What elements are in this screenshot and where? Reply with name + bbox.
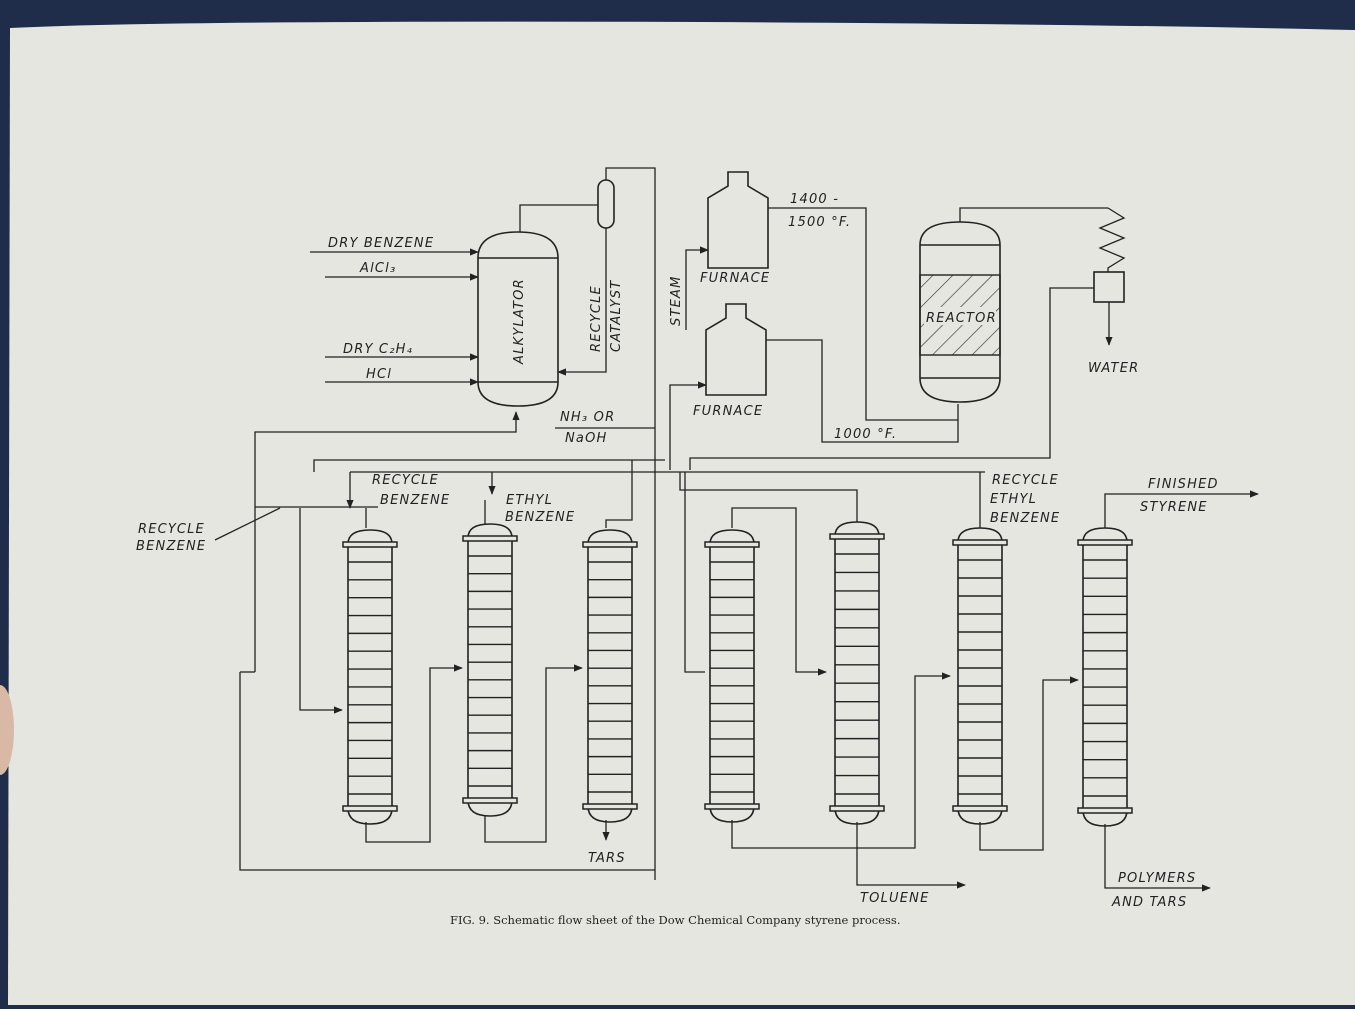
furnace-section: FURNACE STEAM 1400 - 1500 °F. FURNACE 10…: [669, 171, 959, 470]
column-flange: [1077, 807, 1133, 814]
figure-caption: FIG. 9. Schematic flow sheet of the Dow …: [450, 913, 901, 927]
catalyst-label: CATALYST: [609, 280, 624, 352]
condenser-coil: [1098, 207, 1126, 272]
recycle-eb-2: ETHYL: [990, 492, 1037, 507]
column-flange: [952, 805, 1008, 812]
furnace-bottom: [705, 303, 767, 396]
intercolumn-piping: TARS TOLUENE FINISHED STYRENE POLYMERS A…: [365, 460, 1259, 910]
column-flange: [462, 797, 518, 804]
furnace-top: [707, 171, 769, 269]
ethyl-benzene-label: BENZENE: [505, 510, 575, 525]
column-flange: [829, 533, 885, 540]
toluene-label: TOLUENE: [860, 891, 929, 906]
steam-label: STEAM: [669, 275, 684, 326]
distillation-column: [1077, 527, 1133, 827]
distillation-column: [582, 529, 638, 823]
header-lines: RECYCLE BENZENE ETHYL BENZENE RECYCLE ET…: [136, 411, 1060, 871]
temp-1400-label: 1400 -: [790, 192, 839, 207]
column-flange: [952, 539, 1008, 546]
finished-label: FINISHED: [1148, 477, 1219, 492]
nh3-label: NH₃ OR: [560, 410, 615, 425]
column-flange: [582, 803, 638, 810]
reactor-label: REACTOR: [926, 311, 997, 326]
recycle-benzene-top-1: RECYCLE: [372, 473, 439, 488]
ethyl-label: ETHYL: [506, 493, 553, 508]
distillation-column: [462, 523, 518, 817]
column-flange: [342, 805, 398, 812]
page-paper: [8, 21, 1355, 1006]
column-flange: [582, 541, 638, 548]
column-flange: [704, 803, 760, 810]
water-label: WATER: [1088, 361, 1139, 376]
distillation-column: [342, 529, 398, 825]
thumb: [0, 685, 14, 775]
dry-benzene-label: DRY BENZENE: [328, 236, 434, 251]
polymers-label: POLYMERS: [1118, 871, 1196, 886]
recycle-benzene-left-2: BENZENE: [136, 539, 206, 554]
recycle-benzene-top-2: BENZENE: [380, 493, 450, 508]
column-flange: [829, 805, 885, 812]
alkylator-label: ALKYLATOR: [512, 278, 527, 365]
naoh-label: NaOH: [565, 431, 608, 446]
column-flange: [342, 541, 398, 548]
distillation-column: [829, 521, 885, 825]
recycle-eb-1: RECYCLE: [992, 473, 1059, 488]
recycle-benzene-left-1: RECYCLE: [138, 522, 205, 537]
temp-1000-label: 1000 °F.: [834, 427, 897, 442]
reactor-section: REACTOR WATER: [689, 207, 1139, 470]
alcl3-label: AlCl₃: [359, 261, 396, 276]
hcl-label: HCl: [366, 367, 392, 382]
column-flange: [704, 541, 760, 548]
styrene-label: STYRENE: [1140, 500, 1208, 515]
column-flange: [462, 535, 518, 542]
and-tars-label: AND TARS: [1111, 895, 1187, 910]
distillation-columns: [342, 521, 1133, 827]
distillation-column: [952, 527, 1008, 825]
recycle-eb-3: BENZENE: [990, 511, 1060, 526]
distillation-column: [704, 529, 760, 823]
recycle-label: RECYCLE: [589, 285, 604, 352]
furnace-top-label: FURNACE: [700, 271, 770, 286]
dry-c2h4-label: DRY C₂H₄: [343, 342, 413, 357]
alkylator-section: ALKYLATOR DRY BENZENE AlCl₃ DRY C₂H₄ HCl…: [310, 167, 656, 880]
temp-1500-label: 1500 °F.: [788, 215, 851, 230]
column-flange: [1077, 539, 1133, 546]
tars-label: TARS: [588, 851, 626, 866]
furnace-bottom-label: FURNACE: [693, 404, 763, 419]
